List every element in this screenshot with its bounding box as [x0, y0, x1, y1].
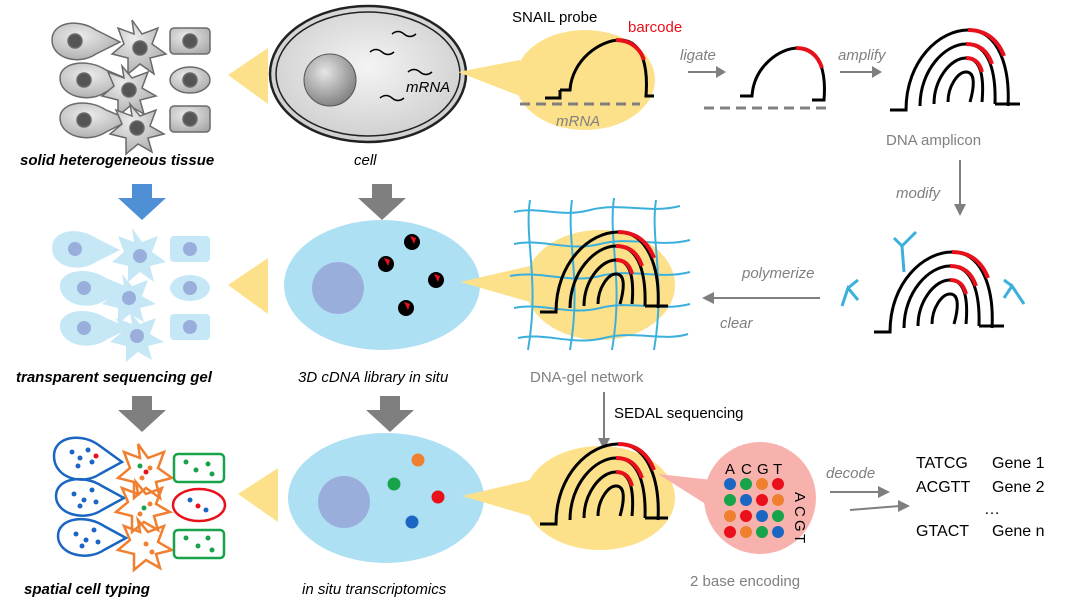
label-barcode: barcode [628, 19, 682, 36]
callout-arrow-5 [238, 468, 278, 522]
label-polymerize: polymerize [741, 265, 815, 282]
label-dna-gel-network: DNA-gel network [530, 369, 644, 386]
encoding-top-g: G [757, 461, 769, 478]
arrow-gray-down-1 [358, 184, 406, 220]
seq-amplicon [540, 442, 668, 526]
callout-gel [525, 230, 675, 340]
arrow-gray-down-2 [118, 396, 166, 432]
arrow-amplify [840, 66, 882, 78]
label-tissue: solid heterogeneous tissue [20, 152, 214, 169]
gene-code-4: GTACT [916, 523, 969, 540]
encoding-side-c: C [791, 506, 808, 517]
tissue-typed [52, 436, 227, 573]
cell-transcriptomics [288, 433, 484, 563]
label-mrna-probe: mRNA [556, 113, 600, 130]
gene-name-2: Gene 2 [992, 479, 1045, 496]
acrydite-groups [840, 230, 1026, 307]
label-cell-typing: spatial cell typing [24, 581, 150, 598]
label-transcriptomics: in situ transcriptomics [302, 581, 447, 598]
encoding-top-c: C [741, 461, 752, 478]
label-cdna-library: 3D cDNA library in situ [298, 369, 449, 386]
gene-code-1: TATCG [916, 455, 968, 472]
encoding-side-g: G [791, 520, 808, 532]
encoding-letters-top: A C G T [725, 461, 782, 478]
label-ligate: ligate [680, 47, 716, 64]
label-decode: decode [826, 465, 875, 482]
encoding-grid [724, 478, 784, 538]
gene-code-2: ACGTT [916, 479, 970, 496]
arrow-gray-down-3 [366, 396, 414, 432]
arrow-ligate [688, 66, 726, 78]
callout-arrow-6 [462, 480, 530, 516]
callout-arrow-1 [228, 48, 268, 104]
gene-name-4: Gene n [992, 523, 1044, 540]
encoding-side-t: T [791, 534, 808, 543]
callout-arrow-7 [658, 474, 712, 508]
encoding-top-t: T [773, 461, 782, 478]
gene-name-1: Gene 1 [992, 455, 1045, 472]
encoding-side-a: A [791, 492, 808, 502]
arrow-sedal [598, 392, 610, 450]
label-snail-probe: SNAIL probe [512, 9, 597, 26]
label-cell: cell [354, 152, 377, 169]
dna-amplicon [890, 28, 1020, 112]
callout-arrow-2 [458, 60, 520, 96]
label-modify: modify [896, 185, 942, 202]
snail-probe [545, 38, 654, 100]
arrow-polymerize [702, 292, 820, 304]
tissue-gel [52, 228, 210, 362]
label-clear: clear [720, 315, 754, 332]
ligated-probe [740, 46, 826, 102]
label-dna-amplicon: DNA amplicon [886, 132, 981, 149]
label-amplify: amplify [838, 47, 887, 64]
label-sedal: SEDAL sequencing [614, 405, 744, 422]
arrow-blue-down [118, 184, 166, 220]
tissue-gray [51, 19, 211, 156]
encoding-letters-side: A C G T [791, 492, 808, 543]
label-two-base: 2 base encoding [690, 573, 800, 590]
gene-code-3: … [984, 501, 1000, 518]
amplicon-dots [378, 234, 444, 316]
arrow-decode [830, 486, 910, 512]
callout-arrow-3 [228, 258, 268, 314]
modified-amplicon [874, 250, 1004, 334]
label-gel-tissue: transparent sequencing gel [16, 369, 213, 386]
encoding-top-a: A [725, 461, 735, 478]
cell-cdna [284, 220, 480, 350]
gel-network [509, 197, 691, 351]
gel-amplicon [540, 230, 668, 314]
arrow-modify [954, 160, 966, 216]
cell-gray [268, 4, 468, 144]
gene-table: TATCG Gene 1 ACGTT Gene 2 … GTACT Gene n [916, 455, 1045, 540]
label-mrna-cell: mRNA [406, 79, 450, 96]
